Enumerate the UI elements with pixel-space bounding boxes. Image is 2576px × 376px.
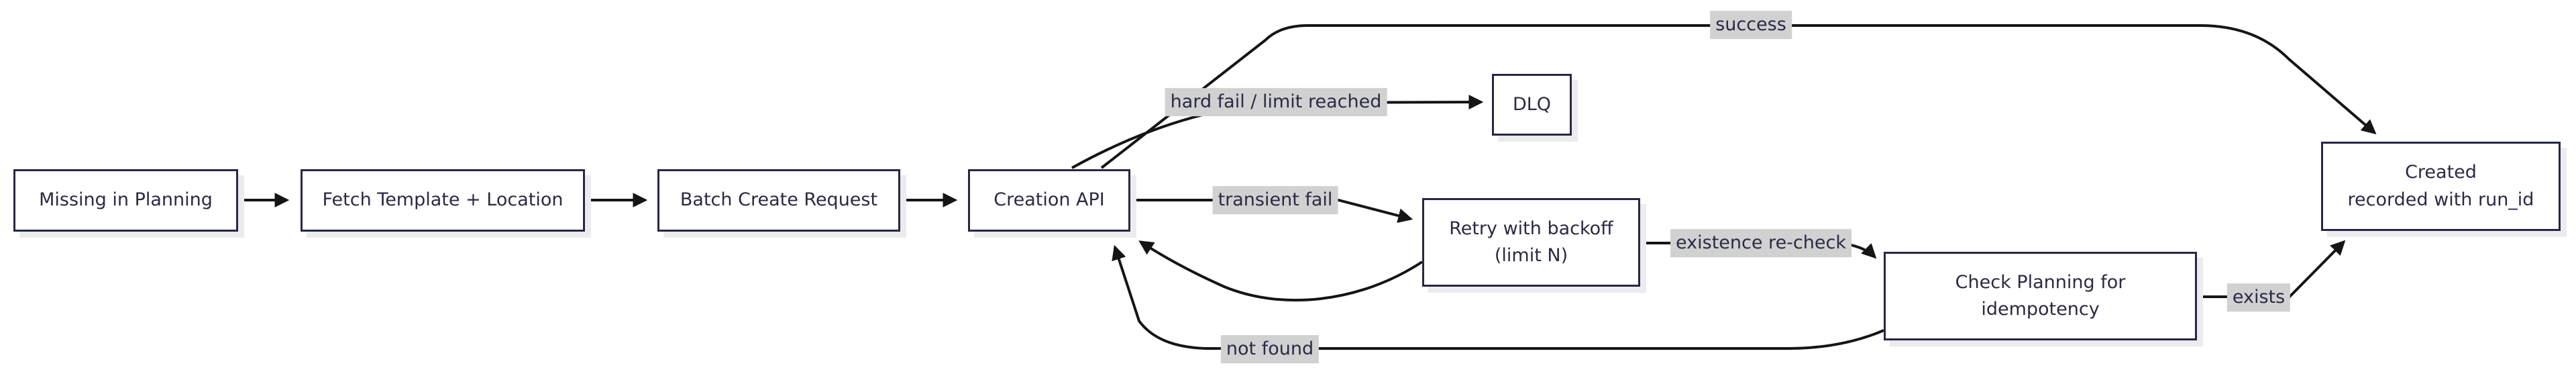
edge-label-success: success: [1710, 11, 1792, 39]
edge-creation-retry: [1130, 199, 1413, 223]
edge-label-exists: exists: [2226, 283, 2291, 312]
node-label: Missing in Planning: [39, 189, 213, 211]
node-label: Created recorded with run_id: [2347, 162, 2534, 210]
edge-creation-created-success: [1100, 24, 2377, 169]
node-label: Creation API: [994, 189, 1105, 211]
node-fetch-template-location: Fetch Template + Location: [301, 169, 585, 232]
node-label: DLQ: [1512, 93, 1552, 115]
node-label: Retry with backoff (limit N): [1449, 218, 1613, 267]
edge-label-hard-fail-limit-reached: hard fail / limit reached: [1165, 88, 1387, 116]
node-created-recorded-run-id: Created recorded with run_id: [2321, 142, 2561, 231]
edge-label-transient-fail: transient fail: [1212, 186, 1338, 214]
node-creation-api: Creation API: [968, 169, 1130, 232]
edge-check-creation-notfound: [1112, 244, 1884, 350]
node-label: Fetch Template + Location: [322, 189, 564, 211]
edge-retry-creation: [1138, 240, 1424, 302]
node-label: Check Planning for idempotency: [1955, 271, 2126, 320]
node-missing-in-planning: Missing in Planning: [13, 169, 238, 232]
node-dlq: DLQ: [1492, 74, 1572, 136]
node-batch-create-request: Batch Create Request: [657, 169, 900, 232]
node-retry-with-backoff: Retry with backoff (limit N): [1422, 198, 1640, 287]
edge-label-not-found: not found: [1220, 335, 1320, 363]
node-check-planning-idempotency: Check Planning for idempotency: [1884, 252, 2197, 340]
edge-label-existence-re-check: existence re-check: [1670, 229, 1851, 257]
node-label: Batch Create Request: [680, 189, 878, 211]
